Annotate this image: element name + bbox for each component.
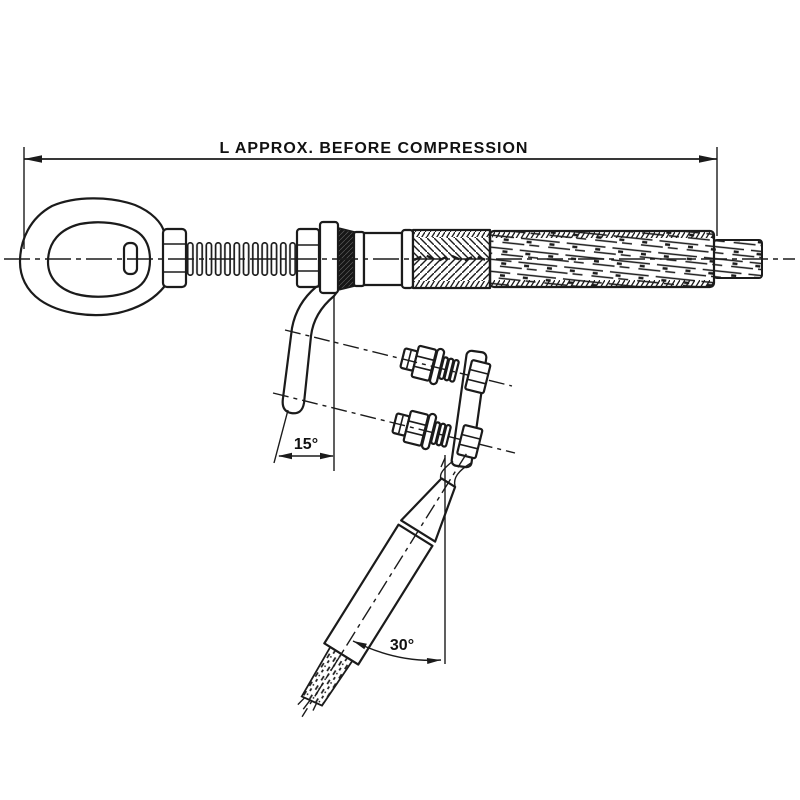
frayed-strands	[297, 697, 318, 711]
jumper-axis-centerline	[301, 453, 467, 718]
dimension-arrow-right	[699, 155, 717, 163]
jumper-angle-annotation: 30°	[352, 455, 446, 664]
length-dimension: L APPROX. BEFORE COMPRESSION	[23, 140, 718, 249]
dead-end-body	[318, 220, 763, 295]
dimension-arrow-left	[24, 155, 42, 163]
jumper-angle-label: 30°	[390, 637, 414, 654]
arrow-30-right	[426, 658, 441, 664]
flange-plate	[318, 220, 340, 295]
length-dimension-label: L APPROX. BEFORE COMPRESSION	[220, 140, 529, 157]
arrow-15-left	[278, 452, 292, 460]
strap-tongue	[281, 282, 339, 415]
bolt-assembly-upper	[397, 339, 462, 390]
arrow-15-right	[320, 452, 334, 460]
bolt-centerline-lower	[272, 392, 516, 454]
eye-collar	[161, 227, 188, 289]
strap-extension-line	[273, 409, 289, 464]
strap-angle-label: 15°	[294, 436, 318, 453]
eye-bolt	[18, 197, 188, 317]
jumper-cone	[400, 477, 457, 543]
jumper-terminal	[297, 453, 472, 718]
arrow-30-left	[353, 641, 367, 650]
strap-angle-annotation: 15°	[273, 296, 335, 471]
hex-nut	[295, 227, 321, 289]
